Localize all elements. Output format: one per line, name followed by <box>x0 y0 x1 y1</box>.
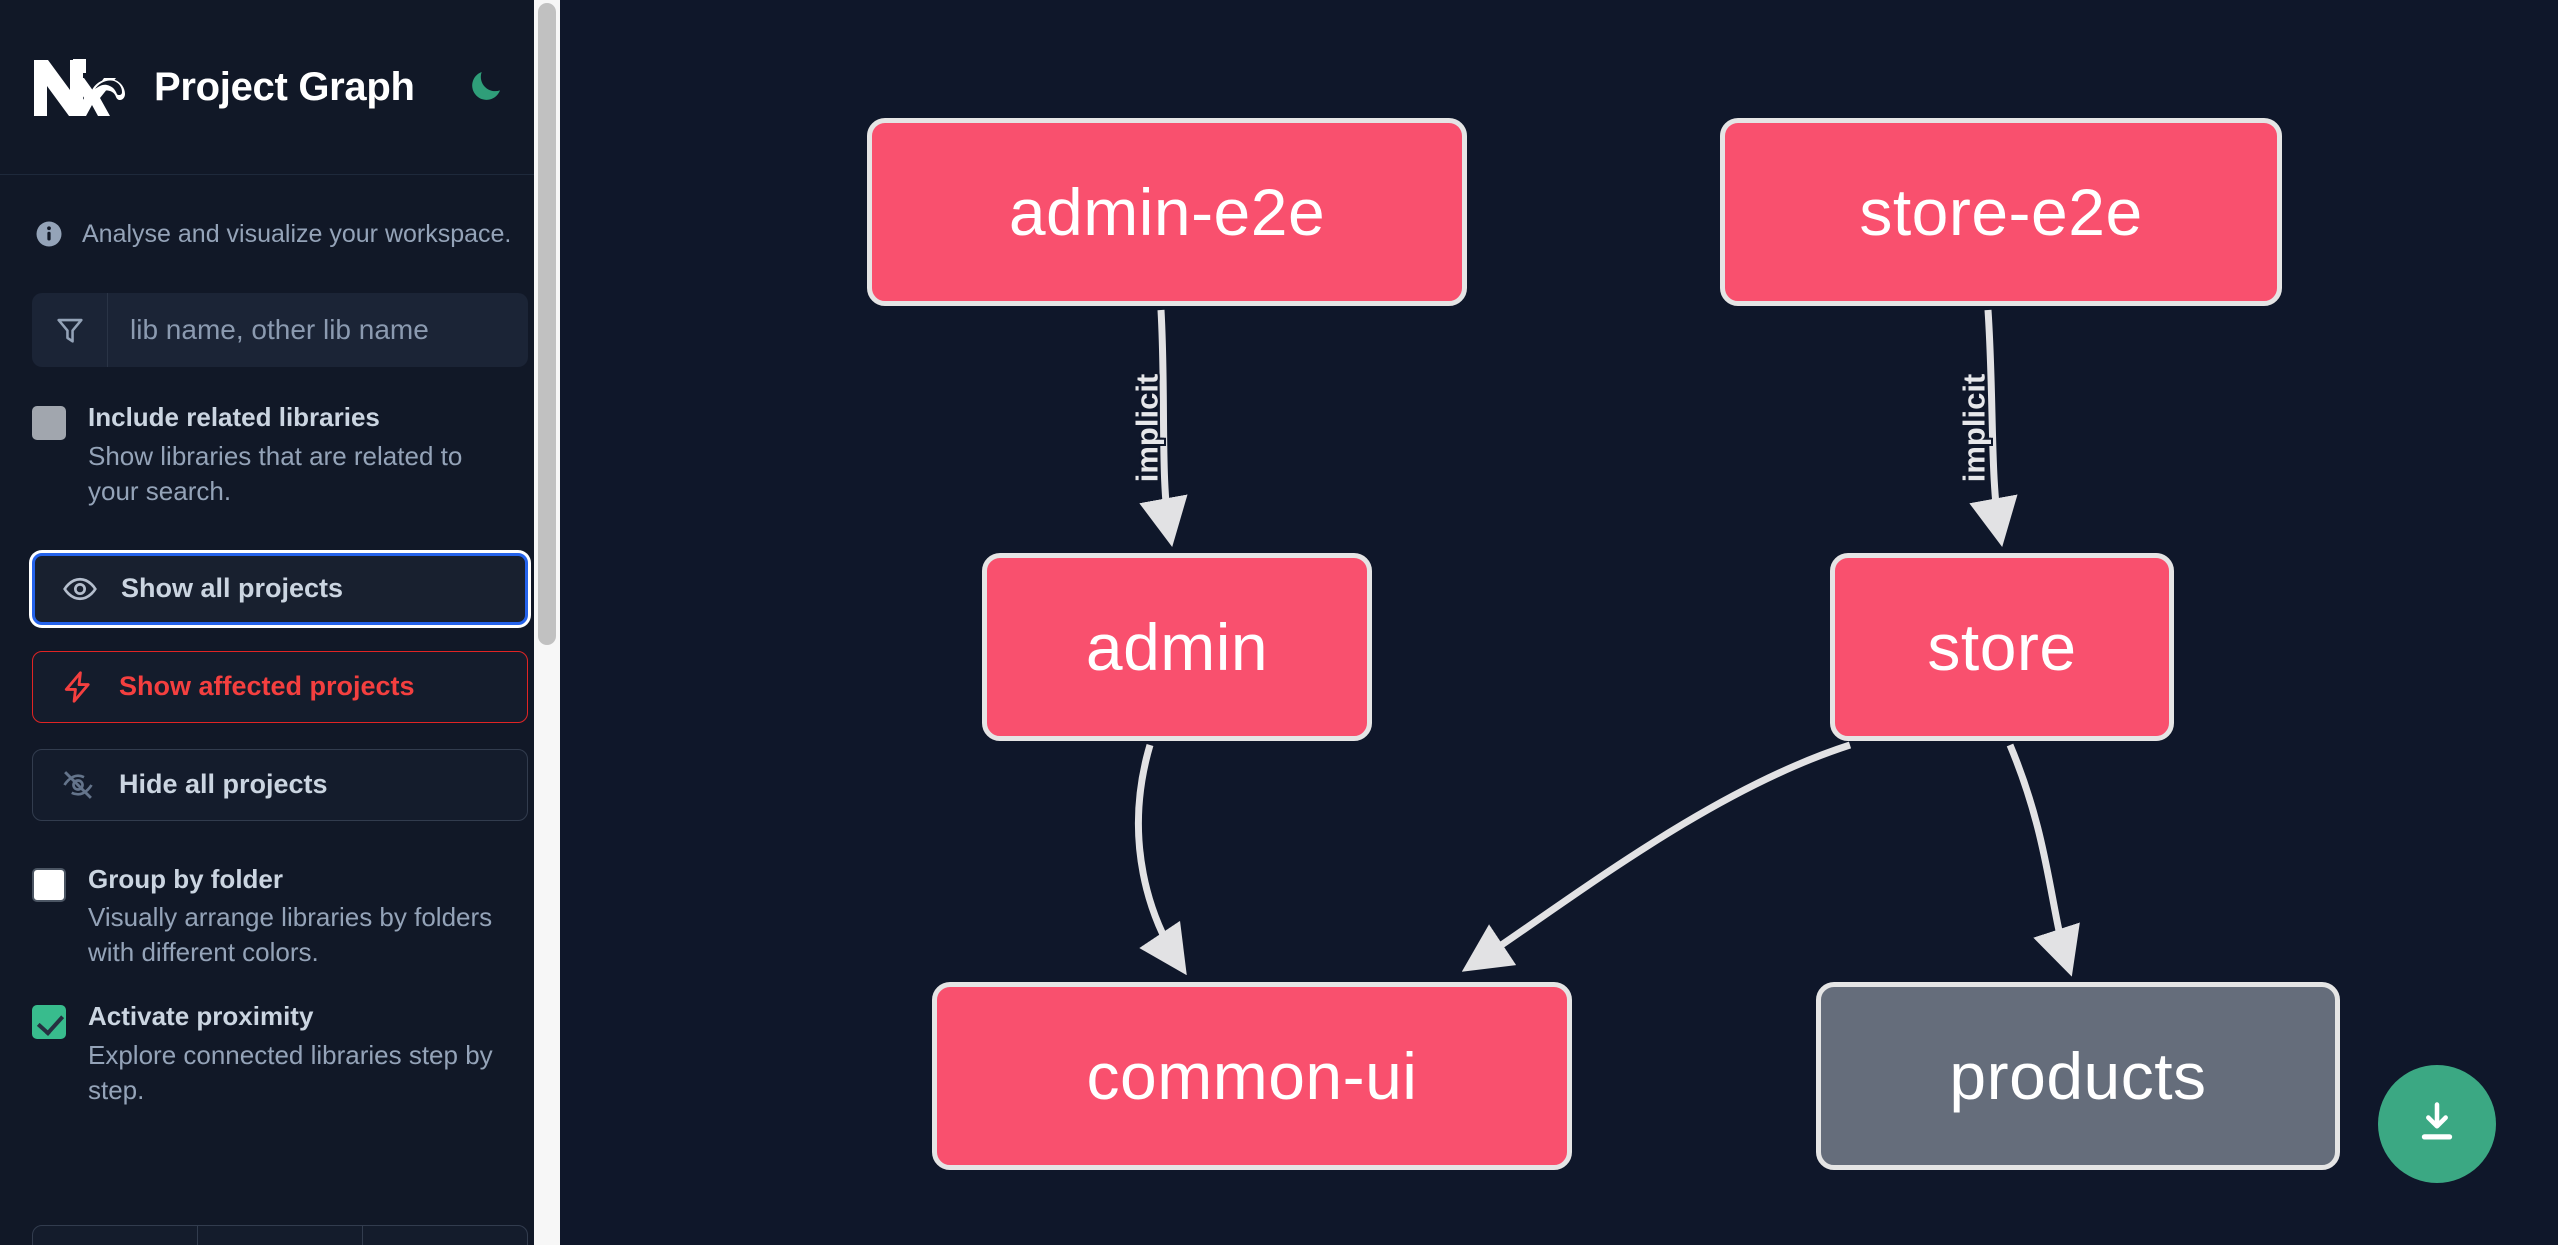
sidebar-controls: Include related libraries Show libraries… <box>0 293 560 1108</box>
sidebar-content: Project Graph <box>0 0 560 1245</box>
edge-store-e2e-store <box>1969 309 2018 548</box>
download-icon <box>2411 1097 2463 1152</box>
edge-admin-common-ui <box>1135 744 1187 976</box>
search-input[interactable] <box>108 293 528 367</box>
sidebar: Project Graph <box>0 0 560 1245</box>
filter-search-box[interactable] <box>32 293 528 367</box>
option-include-related-libraries[interactable]: Include related libraries Show libraries… <box>32 401 528 509</box>
graph-node-admin[interactable]: admin <box>982 553 1372 741</box>
segment-option-2[interactable] <box>198 1226 363 1245</box>
option-description: Explore connected libraries step by step… <box>88 1039 493 1105</box>
show-all-projects-button[interactable]: Show all projects <box>32 552 528 625</box>
project-visibility-actions: Show all projects Show affected projects <box>32 552 528 821</box>
show-affected-projects-button[interactable]: Show affected projects <box>32 650 528 723</box>
option-title: Group by folder <box>88 863 283 894</box>
option-description: Show libraries that are related to your … <box>88 440 463 506</box>
eye-off-icon <box>59 766 97 804</box>
sidebar-scrollbar[interactable] <box>534 0 560 1245</box>
sidebar-header: Project Graph <box>0 0 560 175</box>
edge-store-products <box>2006 743 2080 977</box>
nx-logo <box>32 56 128 118</box>
option-title: Activate proximity <box>88 1001 314 1032</box>
edge-store-common-ui <box>1461 741 1852 972</box>
page-title: Project Graph <box>154 64 415 109</box>
moon-icon <box>466 66 506 109</box>
graph-node-store[interactable]: store <box>1830 553 2174 741</box>
segment-option-3[interactable] <box>363 1226 527 1245</box>
option-group-by-folder[interactable]: Group by folder Visually arrange librari… <box>32 863 528 971</box>
graph-node-admin-e2e[interactable]: admin-e2e <box>867 118 1467 306</box>
graph-node-store-e2e[interactable]: store-e2e <box>1720 118 2282 306</box>
tagline-text: Analyse and visualize your workspace. <box>82 220 512 248</box>
show-affected-projects-label: Show affected projects <box>119 671 415 702</box>
graph-canvas[interactable]: admin-e2e store-e2e admin store common-u… <box>560 0 2558 1245</box>
hide-all-projects-button[interactable]: Hide all projects <box>32 748 528 821</box>
theme-toggle-button[interactable] <box>463 64 509 110</box>
graph-node-common-ui[interactable]: common-ui <box>932 982 1572 1170</box>
option-activate-proximity[interactable]: Activate proximity Explore connected lib… <box>32 1000 528 1108</box>
option-title: Include related libraries <box>88 402 380 432</box>
proximity-step-segmented-control[interactable] <box>32 1225 528 1245</box>
graph-edges <box>1135 309 2080 977</box>
download-graph-button[interactable] <box>2378 1065 2496 1183</box>
checkbox-group-by-folder[interactable] <box>32 867 66 902</box>
hide-all-projects-label: Hide all projects <box>119 769 328 800</box>
workspace-tagline: Analyse and visualize your workspace. <box>0 175 560 249</box>
segment-option-1[interactable] <box>33 1226 198 1245</box>
edge-admin-e2e-admin <box>1139 309 1188 548</box>
checkbox-activate-proximity[interactable] <box>32 1005 66 1040</box>
info-circle-icon <box>34 219 64 249</box>
eye-icon <box>61 570 99 608</box>
lightning-bolt-icon <box>59 668 97 706</box>
checkbox-include-related-libraries[interactable] <box>32 406 66 440</box>
filter-funnel-icon <box>32 293 108 367</box>
show-all-projects-label: Show all projects <box>121 573 344 604</box>
graph-node-products[interactable]: products <box>1816 982 2340 1170</box>
option-description: Visually arrange libraries by folders wi… <box>88 902 493 968</box>
sidebar-scrollbar-thumb[interactable] <box>538 3 556 645</box>
